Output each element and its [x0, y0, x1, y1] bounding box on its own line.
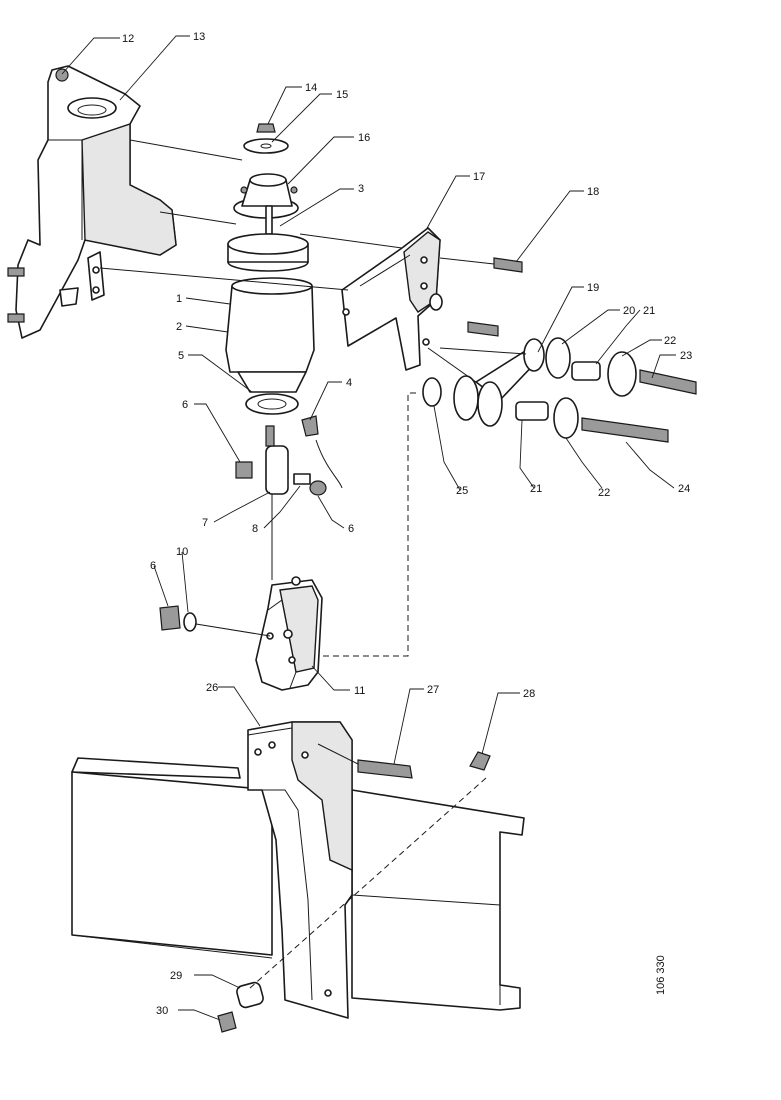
assembly-lines	[99, 139, 495, 989]
callout-6-right: 6	[348, 523, 354, 535]
callout-30: 30	[156, 1005, 168, 1017]
callout-2: 2	[176, 321, 182, 333]
callout-29: 29	[170, 970, 182, 982]
callout-24: 24	[678, 483, 690, 495]
callout-8: 8	[252, 523, 258, 535]
callout-3: 3	[358, 183, 364, 195]
shock-bracket	[341, 227, 443, 371]
callout-15: 15	[336, 89, 348, 101]
upper-bracket	[7, 65, 177, 339]
frame-rail	[71, 757, 525, 1011]
callout-6-lower: 6	[150, 560, 156, 572]
callout-11: 11	[354, 685, 365, 697]
callout-23: 23	[680, 350, 692, 362]
callout-25: 25	[456, 485, 468, 497]
lower-nut-washer	[159, 605, 271, 637]
callout-10: 10	[176, 546, 188, 558]
shock-absorber-linkage	[422, 337, 697, 443]
callout-13: 13	[193, 31, 205, 43]
callout-20: 20	[623, 305, 635, 317]
callout-18: 18	[587, 186, 599, 198]
lower-bolts	[217, 751, 491, 1033]
callout-7: 7	[202, 517, 208, 529]
callout-28: 28	[523, 688, 535, 700]
bracket-bolts	[467, 257, 523, 337]
lower-bracket	[255, 576, 323, 691]
callout-17: 17	[473, 171, 485, 183]
callout-16: 16	[358, 132, 370, 144]
air-spring-assembly	[225, 123, 343, 580]
callout-6-upper: 6	[182, 399, 188, 411]
callout-1: 1	[176, 293, 182, 305]
callout-19: 19	[587, 282, 599, 294]
callout-21-lower: 21	[530, 483, 542, 495]
callout-21-upper: 21	[643, 305, 655, 317]
callout-4: 4	[346, 377, 352, 389]
callout-12: 12	[122, 33, 134, 45]
callout-22-upper: 22	[664, 335, 676, 347]
callout-14: 14	[305, 82, 317, 94]
axle-bracket	[247, 721, 353, 1019]
leader-lines	[61, 35, 676, 1021]
callout-labels: 1 2 3 4 5 6 6 6 7 8 10 11 12 13 14 15 16…	[122, 31, 692, 1017]
callout-22-lower: 22	[598, 487, 610, 499]
callout-26: 26	[206, 682, 218, 694]
callout-27: 27	[427, 684, 439, 696]
drawing-reference-number: 106 330	[655, 955, 667, 995]
callout-5: 5	[178, 350, 184, 362]
